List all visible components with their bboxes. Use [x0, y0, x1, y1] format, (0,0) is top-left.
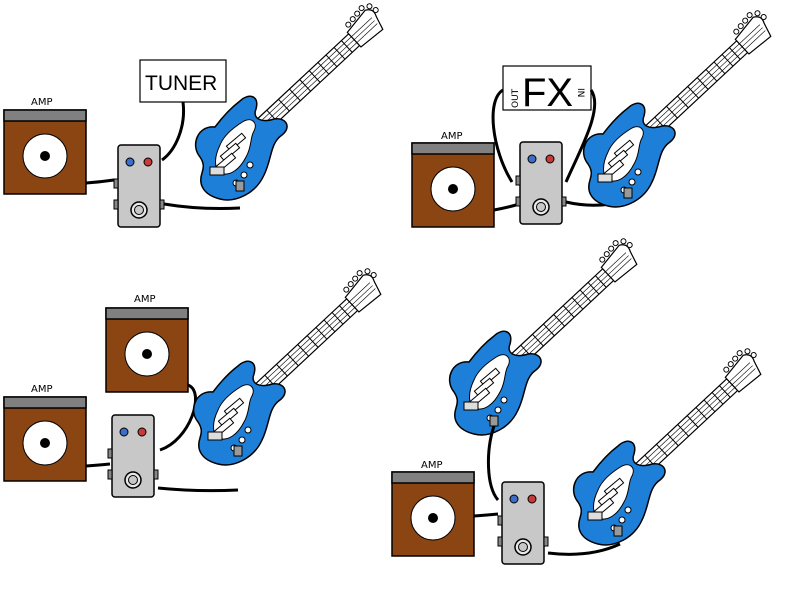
cable: [493, 203, 517, 212]
cable: [491, 88, 514, 183]
cable: [159, 383, 198, 452]
cable: [163, 202, 241, 210]
tuner-label: TUNER: [145, 72, 217, 95]
panel-fx-setup: AMP FX OUT IN: [411, 4, 780, 228]
electric-guitar: [582, 4, 780, 208]
electric-guitar: [192, 262, 390, 466]
fx-label: FX: [522, 71, 573, 115]
amp: [411, 142, 495, 228]
aby-pedal: [515, 141, 567, 225]
aby-pedal: [113, 144, 165, 228]
fx-box: [502, 65, 592, 111]
amp: [3, 109, 87, 195]
electric-guitar: [572, 342, 770, 546]
amp-label: AMP: [134, 294, 156, 305]
cable: [486, 425, 500, 501]
amp: [3, 396, 87, 482]
cable: [85, 178, 115, 185]
amp-label: AMP: [421, 460, 443, 471]
amp: [105, 307, 189, 393]
amp-label: AMP: [31, 97, 53, 108]
aby-pedal: [497, 481, 549, 565]
cable: [157, 486, 239, 493]
cable: [547, 542, 621, 556]
amp: [391, 471, 475, 557]
fx-out-label: OUT: [511, 88, 521, 108]
panel-tuner-setup: AMP TUNER: [3, 0, 392, 228]
cable: [161, 101, 186, 162]
electric-guitar: [448, 232, 646, 436]
cable: [564, 89, 597, 183]
fx-in-label: IN: [575, 88, 585, 97]
aby-pedal: [107, 414, 159, 498]
amp-label: AMP: [441, 131, 463, 142]
cable: [473, 512, 499, 518]
panel-two-amps-setup: AMP AMP: [3, 262, 390, 498]
panel-two-guitars-setup: AMP: [391, 232, 770, 565]
amp-label: AMP: [31, 384, 53, 395]
tuner-box: [139, 59, 227, 103]
cable: [85, 462, 111, 468]
